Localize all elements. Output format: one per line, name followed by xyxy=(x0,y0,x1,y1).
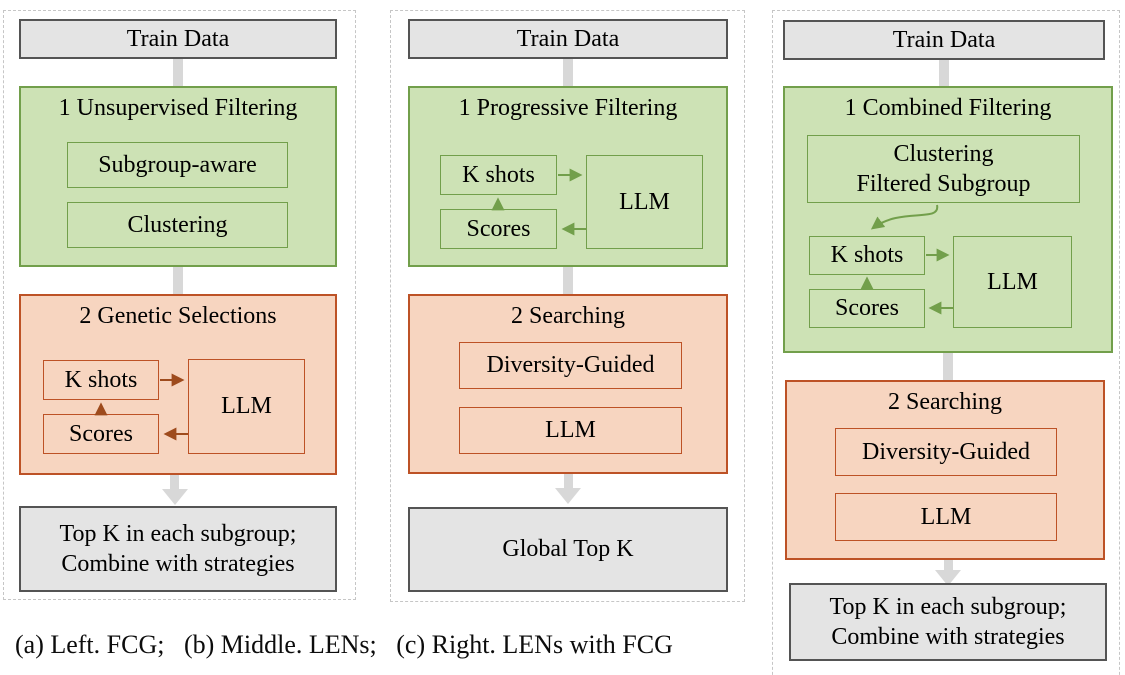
train-data-box: Train Data xyxy=(408,19,728,59)
train-data-box: Train Data xyxy=(783,20,1105,60)
stage-progressive-filtering: 1 Progressive Filtering xyxy=(408,86,728,267)
panel-right-lens-fcg xyxy=(772,10,1120,675)
box-llm-search: LLM xyxy=(459,407,682,454)
box-llm: LLM xyxy=(953,236,1072,328)
flow-arrow-stem xyxy=(564,474,573,489)
box-k-shots: K shots xyxy=(43,360,159,400)
flow-arrow-stem xyxy=(170,475,179,490)
flow-arrow-stem xyxy=(944,560,953,571)
stage-title: 1 Progressive Filtering xyxy=(458,95,678,121)
flow-connector xyxy=(173,59,183,86)
flow-connector xyxy=(173,267,183,294)
flow-connector xyxy=(563,267,573,294)
box-scores: Scores xyxy=(43,414,159,454)
stage-title: 1 Unsupervised Filtering xyxy=(58,95,298,121)
box-llm: LLM xyxy=(586,155,703,249)
box-llm-search: LLM xyxy=(835,493,1057,541)
panel-middle-lens xyxy=(390,10,745,602)
box-k-shots: K shots xyxy=(809,236,925,275)
panel-left-fcg xyxy=(3,10,356,600)
stage-searching: 2 Searching xyxy=(785,380,1105,560)
stage-title: 2 Genetic Selections xyxy=(79,303,277,329)
train-data-box: Train Data xyxy=(19,19,337,59)
box-diversity-guided: Diversity-Guided xyxy=(835,428,1057,476)
figure-caption: (a) Left. FCG; (b) Middle. LENs; (c) Rig… xyxy=(15,630,673,659)
stage-unsupervised-filtering: 1 Unsupervised Filtering xyxy=(19,86,337,267)
box-diversity-guided: Diversity-Guided xyxy=(459,342,682,389)
stage-title: 2 Searching xyxy=(511,303,625,329)
output-box: Top K in each subgroup; Combine with str… xyxy=(789,583,1107,661)
flow-connector xyxy=(939,58,949,86)
flow-arrow-head xyxy=(935,570,961,586)
flow-arrow-head xyxy=(162,489,188,505)
box-clustering: Clustering xyxy=(67,202,288,248)
box-clustering-filtered-subgroup: Clustering Filtered Subgroup xyxy=(807,135,1080,203)
stage-searching: 2 Searching xyxy=(408,294,728,474)
output-box: Top K in each subgroup; Combine with str… xyxy=(19,506,337,592)
output-box: Global Top K xyxy=(408,507,728,592)
box-scores: Scores xyxy=(809,289,925,328)
stage-title: 2 Searching xyxy=(888,389,1002,415)
flow-arrow-head xyxy=(555,488,581,504)
box-subgroup-aware: Subgroup-aware xyxy=(67,142,288,188)
flow-connector xyxy=(563,59,573,86)
box-k-shots: K shots xyxy=(440,155,557,195)
box-scores: Scores xyxy=(440,209,557,249)
box-llm: LLM xyxy=(188,359,305,454)
stage-title: 1 Combined Filtering xyxy=(844,95,1052,121)
flow-connector xyxy=(943,353,953,380)
